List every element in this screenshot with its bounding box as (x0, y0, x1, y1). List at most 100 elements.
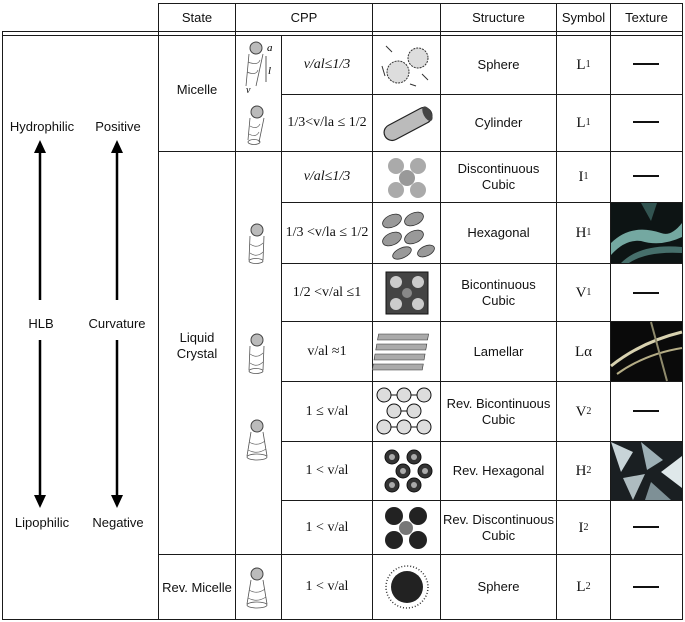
cpp-value: 1/3 <v/la ≤ 1/2 (285, 225, 369, 240)
structure-name: Lamellar (473, 343, 524, 359)
bicontinuous-cubic-icon (385, 271, 429, 315)
no-texture-dash (633, 292, 659, 294)
hlb-label: HLB (28, 316, 54, 331)
symbol-letter: L (576, 57, 586, 73)
col-divider-molecule (235, 3, 236, 620)
symbol-subscript: 2 (586, 465, 592, 476)
structure-name: Rev. Hexagonal (452, 463, 545, 478)
cpp-split (281, 35, 282, 620)
structure-line: Discontinuous (457, 161, 540, 176)
structure-name: Bicontinuous Cubic (441, 264, 556, 321)
hexagonal-phase-icon (382, 211, 435, 260)
rev-bicontinuous-cubic-icon (376, 387, 432, 435)
cpp-value: 1/3<v/la ≤ 1/2 (287, 115, 367, 130)
structure-line: Bicontinuous (461, 276, 536, 292)
state-liquid-crystal-line1: Liquid (179, 330, 215, 345)
state-liquid-crystal: Liquid Crystal (159, 326, 235, 366)
curvature-top-label: Positive (95, 119, 141, 134)
surfactant-truncated-cone-icon (247, 105, 265, 145)
discontinuous-cubic-icon (388, 158, 426, 198)
structure-line: Cubic (481, 527, 516, 543)
reverse-micelle-icon (385, 565, 429, 609)
symbol-letter: H (575, 463, 587, 479)
row-rule (158, 554, 683, 555)
state-rev-micelle: Rev. Micelle (162, 580, 232, 595)
cpp-value: v/al ≈1 (307, 343, 347, 359)
structure-name: Rev. Discontinuous Cubic (441, 501, 556, 554)
col-divider-symbol (610, 3, 611, 620)
header-symbol: Symbol (561, 9, 606, 25)
length-label: l (268, 65, 271, 77)
structure-name: Hexagonal (467, 225, 530, 240)
col-divider-cpp (372, 3, 373, 620)
symbol-letter: L (576, 115, 586, 131)
area-label: a (267, 42, 273, 54)
surfactant-inverted-cone-icon (246, 567, 268, 609)
hlb-arrow-icon (34, 140, 46, 508)
hlb-bottom-label: Lipophilic (14, 515, 70, 530)
curvature-label: Curvature (88, 316, 146, 331)
structure-name: Discontinuous Cubic (441, 152, 556, 202)
symbol-letter: V (575, 403, 587, 420)
row-rule (281, 263, 683, 264)
cpp-value: 1/2 <v/al ≤1 (292, 284, 362, 300)
table-border-bottom (2, 619, 683, 620)
no-texture-dash (633, 121, 659, 123)
header-cpp: CPP (290, 9, 318, 25)
symbol-subscript: 1 (585, 117, 591, 128)
symbol-letter: H (575, 225, 587, 241)
surfactant-cone-icon: a l v (245, 41, 273, 96)
row-rule (281, 441, 683, 442)
header-rule-2 (2, 35, 683, 36)
symbol-subscript: 2 (586, 405, 592, 417)
table-border-right (682, 3, 683, 620)
header-state: State (181, 9, 213, 25)
structure-line: Cubic (481, 177, 516, 192)
curvature-arrow-icon (111, 140, 123, 508)
rev-hexagonal-texture-image (611, 442, 682, 500)
symbol-subscript: 1 (586, 227, 592, 238)
surfactant-cylinder-icon (248, 223, 265, 264)
symbol-subscript: 1 (585, 59, 591, 70)
hlb-top-label: Hydrophilic (9, 119, 75, 134)
structure-name: Sphere (477, 579, 520, 594)
structure-name: Sphere (477, 57, 520, 72)
cpp-value: 1 < v/al (305, 463, 349, 478)
cpp-value: 1 < v/al (305, 519, 349, 535)
structure-name: Cylinder (474, 115, 523, 130)
row-rule (281, 500, 683, 501)
row-rule (281, 94, 683, 95)
symbol-letter: I (578, 519, 584, 536)
no-texture-dash (633, 175, 659, 177)
symbol-letter: Lα (574, 343, 593, 360)
volume-label: v (246, 85, 251, 96)
structure-line: Rev. Discontinuous (442, 511, 555, 527)
col-divider-image (440, 3, 441, 620)
header-structure: Structure (472, 9, 525, 25)
symbol-letter: V (575, 284, 587, 301)
col-divider-state (158, 3, 159, 620)
hexagonal-texture-image (611, 203, 682, 263)
table-border-top (158, 3, 683, 4)
row-rule (281, 202, 683, 203)
structure-line: Rev. Bicontinuous (446, 395, 551, 411)
cpp-value: v/al≤1/3 (303, 57, 351, 72)
header-rule-1 (2, 31, 683, 32)
cpp-value: 1 < v/al (305, 579, 349, 594)
symbol-subscript: 2 (583, 521, 589, 533)
symbol-subscript: 1 (583, 171, 589, 182)
row-rule (281, 321, 683, 322)
symbol-subscript: 2 (585, 581, 591, 592)
surfactant-inverted-cone-icon (246, 419, 268, 461)
cylindrical-micelle-icon (383, 106, 433, 142)
no-texture-dash (633, 410, 659, 412)
symbol-subscript: 1 (586, 286, 592, 298)
phase-symbol: Lα (557, 322, 610, 381)
